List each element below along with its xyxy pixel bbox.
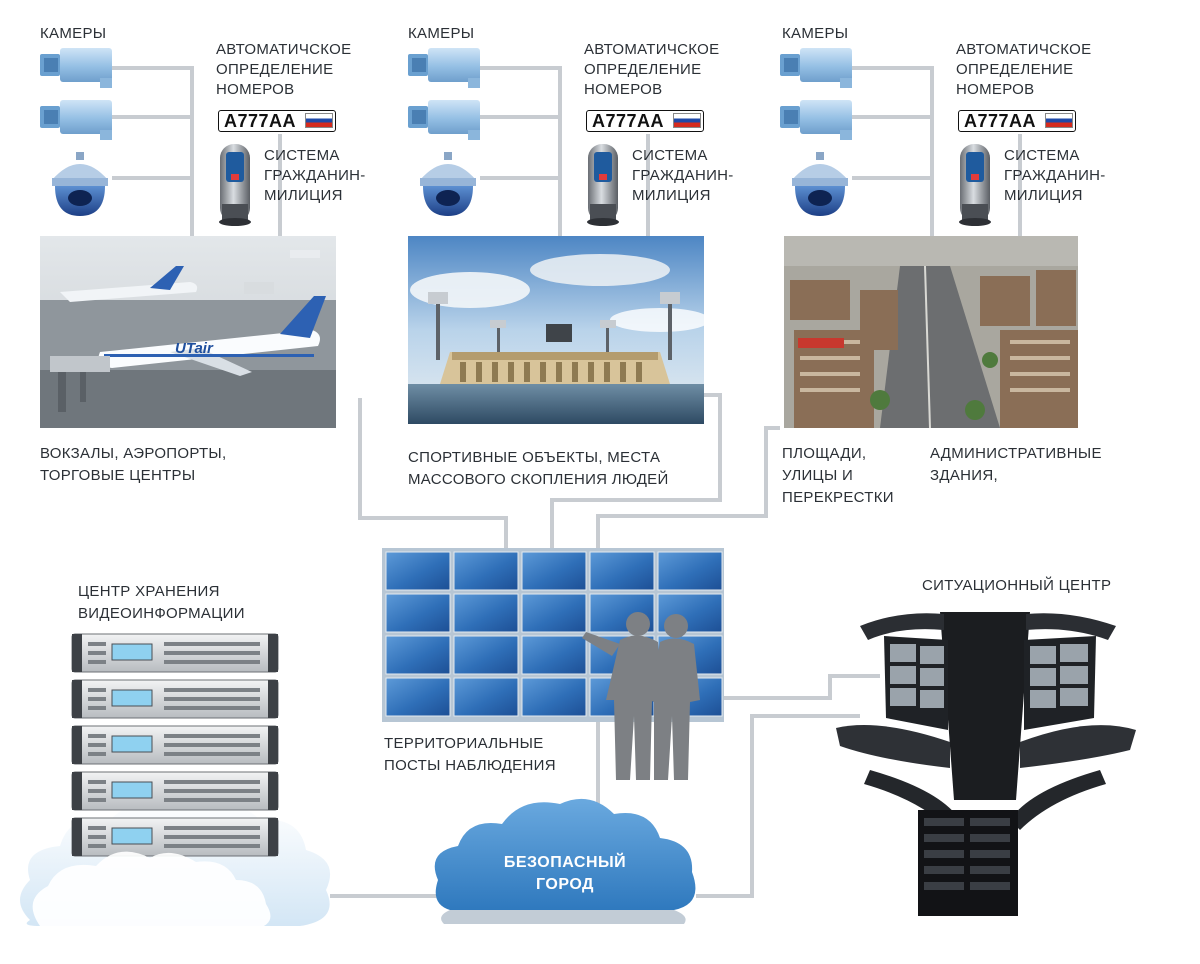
site2-caption-line2: МАССОВОГО СКОПЛЕНИЯ ЛЮДЕЙ (408, 471, 669, 488)
anpr-label-line1: АВТОМАТИЧСКОЕ (216, 41, 352, 58)
site1-caption-line2: ТОРГОВЫЕ ЦЕНТРЫ (40, 467, 196, 484)
anpr-label-line3: НОМЕРОВ (956, 81, 1035, 98)
video-wall-screen (385, 593, 451, 633)
box-camera-icon (780, 48, 852, 88)
airport-photo (40, 236, 336, 428)
posts-label-line1: ТЕРРИТОРИАЛЬНЫЕ (384, 735, 544, 752)
emergency-kiosk-icon (587, 144, 619, 226)
storage-cloud-front (32, 851, 271, 930)
russian-flag-icon (305, 113, 333, 128)
safe-city-cloud-icon (434, 798, 696, 924)
license-plate: А777АА (218, 110, 336, 132)
wire-site3-to-posts (596, 426, 780, 552)
site3-caption2-line2: ЗДАНИЯ, (930, 467, 998, 484)
license-plate: А777АА (586, 110, 704, 132)
situation-center-label: СИТУАЦИОННЫЙ ЦЕНТР (922, 577, 1112, 594)
russian-flag-icon (673, 113, 701, 128)
anpr-label-line2: ОПРЕДЕЛЕНИЕ (956, 61, 1074, 78)
emergency-kiosk-icon (959, 144, 991, 226)
citizen-label-line2: ГРАЖДАНИН- (264, 167, 366, 184)
stadium-photo (408, 236, 710, 424)
video-wall-screen (385, 677, 451, 717)
server-unit (71, 817, 279, 857)
dome-camera-icon (420, 152, 476, 216)
video-wall-screen (453, 635, 519, 675)
wire-cloud-to-situation (696, 714, 860, 898)
box-camera-icon (780, 100, 852, 140)
video-wall-screen (521, 551, 587, 591)
site3-caption-line1: ПЛОЩАДИ, (782, 445, 867, 462)
video-wall (382, 548, 724, 722)
license-plate: А777АА (958, 110, 1076, 132)
citizen-label-line3: МИЛИЦИЯ (632, 187, 711, 204)
emergency-kiosk-icon (219, 144, 251, 226)
anpr-label-line3: НОМЕРОВ (216, 81, 295, 98)
wire-posts-to-situation (724, 674, 880, 700)
cameras-label: КАМЕРЫ (408, 25, 475, 42)
citizen-label-line2: ГРАЖДАНИН- (632, 167, 734, 184)
box-camera-icon (40, 100, 112, 140)
cameras-label: КАМЕРЫ (40, 25, 107, 42)
anpr-label-line3: НОМЕРОВ (584, 81, 663, 98)
video-wall-screen (657, 551, 723, 591)
anpr-label-line1: АВТОМАТИЧСКОЕ (584, 41, 720, 58)
video-wall-screen (521, 635, 587, 675)
wire-site2-to-posts (550, 393, 722, 552)
plate-number: А777АА (592, 111, 665, 131)
video-wall-screen (453, 677, 519, 717)
citizen-label-line1: СИСТЕМА (264, 147, 340, 164)
safe-city-label: БЕЗОПАСНЫЙ ГОРОД (470, 852, 660, 896)
video-wall-screen (657, 593, 723, 633)
box-camera-icon (40, 48, 112, 88)
site3-caption-line2: УЛИЦЫ И (782, 467, 854, 484)
video-wall-screen (385, 635, 451, 675)
server-rack (71, 633, 279, 857)
video-wall-screen (385, 551, 451, 591)
anpr-label-line2: ОПРЕДЕЛЕНИЕ (584, 61, 702, 78)
site3-caption-line3: ПЕРЕКРЕСТКИ (782, 489, 894, 506)
russian-flag-icon (1045, 113, 1073, 128)
site1-caption-line1: ВОКЗАЛЫ, АЭРОПОРТЫ, (40, 445, 227, 462)
dome-camera-icon (52, 152, 108, 216)
anpr-label-line2: ОПРЕДЕЛЕНИЕ (216, 61, 334, 78)
citizen-label-line3: МИЛИЦИЯ (1004, 187, 1083, 204)
citizen-label-line1: СИСТЕМА (1004, 147, 1080, 164)
video-wall-screen (521, 677, 587, 717)
video-wall-screen (453, 551, 519, 591)
video-wall-screen (453, 593, 519, 633)
anpr-label-line1: АВТОМАТИЧСКОЕ (956, 41, 1092, 58)
citizen-label-line3: МИЛИЦИЯ (264, 187, 343, 204)
safe-city-label-line2: ГОРОД (536, 876, 594, 893)
site3-caption2-line1: АДМИНИСТРАТИВНЫЕ (930, 445, 1102, 462)
airline-logo-text: UTair (175, 340, 213, 357)
storage-label-line2: ВИДЕОИНФОРМАЦИИ (78, 605, 245, 622)
box-camera-icon (408, 100, 480, 140)
storage-label-line1: ЦЕНТР ХРАНЕНИЯ (78, 583, 220, 600)
wire-site1-to-posts (358, 398, 508, 552)
plate-number: А777АА (964, 111, 1037, 131)
city-photo (784, 236, 1078, 429)
server-unit (71, 633, 279, 673)
operators-silhouette (582, 612, 700, 780)
server-unit (71, 771, 279, 811)
plate-number: А777АА (224, 111, 297, 131)
site2-caption-line1: СПОРТИВНЫЕ ОБЪЕКТЫ, МЕСТА (408, 449, 661, 466)
citizen-label-line1: СИСТЕМА (632, 147, 708, 164)
posts-label-line2: ПОСТЫ НАБЛЮДЕНИЯ (384, 757, 556, 774)
dome-camera-icon (792, 152, 848, 216)
server-unit (71, 679, 279, 719)
situation-center (836, 612, 1136, 916)
citizen-label-line2: ГРАЖДАНИН- (1004, 167, 1106, 184)
video-wall-screen (521, 593, 587, 633)
safe-city-label-line1: БЕЗОПАСНЫЙ (503, 854, 627, 871)
cameras-label: КАМЕРЫ (782, 25, 849, 42)
box-camera-icon (408, 48, 480, 88)
server-unit (71, 725, 279, 765)
video-wall-screen (589, 551, 655, 591)
